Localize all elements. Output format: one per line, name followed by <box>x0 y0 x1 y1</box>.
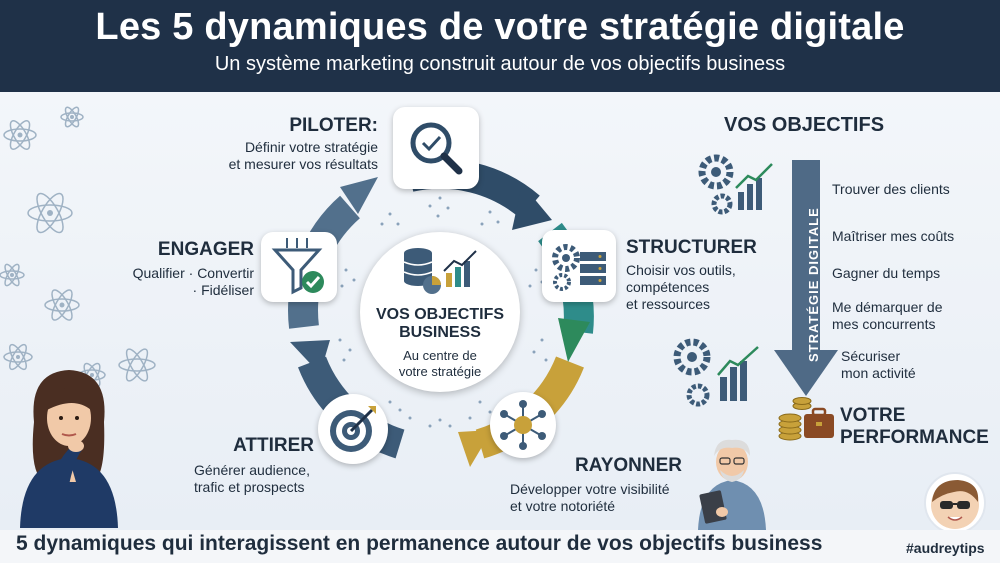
engager-desc-line2: · Fidéliser <box>192 282 254 298</box>
strategy-down-arrow <box>774 160 838 396</box>
center-objectives-circle <box>360 232 520 392</box>
piloter-desc-line2: et mesurer vos résultats <box>228 156 378 172</box>
attirer-desc-line1: Générer audience, <box>194 462 310 478</box>
objective-item: Trouver des clients <box>832 181 950 198</box>
footer-text: 5 dynamiques qui interagissent en perman… <box>16 532 823 555</box>
thinking-woman-illustration <box>20 370 118 528</box>
gears-growth-icon-lower <box>673 338 759 407</box>
structurer-desc-line3: et ressources <box>626 296 711 312</box>
structurer-desc: Choisir vos outils, compétences et resso… <box>626 262 776 313</box>
center-subtitle: Au centre de votre stratégie <box>360 348 520 380</box>
performance-line2: PERFORMANCE <box>840 427 989 448</box>
database-chart-icon <box>403 248 477 294</box>
page-subtitle: Un système marketing construit autour de… <box>214 53 786 75</box>
structurer-icon-box <box>542 230 616 302</box>
engager-icon-box <box>261 232 337 302</box>
objective-item-line2: mon activité <box>841 365 916 381</box>
dotted-network-decoration <box>338 196 548 428</box>
objective-item-line1: Sécuriser <box>841 348 901 364</box>
attirer-title: ATTIRER <box>233 435 314 456</box>
magnifier-check-icon <box>410 122 463 175</box>
structurer-desc-line2: compétences <box>626 279 710 295</box>
atom-small-decoration <box>118 348 156 382</box>
objective-item-line1: Maîtriser mes coûts <box>832 228 955 244</box>
objectives-title: VOS OBJECTIFS <box>724 114 885 136</box>
objective-item: Sécuriser mon activité <box>841 348 916 382</box>
piloter-icon-box <box>393 107 479 189</box>
objective-item: Gagner du temps <box>832 265 940 282</box>
header-banner: Les 5 dynamiques de votre stratégie digi… <box>0 0 1000 92</box>
engager-title: ENGAGER <box>157 239 254 260</box>
center-subtitle-line1: Au centre de <box>403 348 477 363</box>
rayonner-desc-line1: Développer votre visibilité <box>510 481 670 497</box>
center-title-line2: BUSINESS <box>399 324 481 341</box>
engager-desc-line1: Qualifier · Convertir <box>132 265 254 281</box>
objective-item-line2: mes concurrents <box>832 316 936 332</box>
avatar <box>924 472 986 534</box>
objective-item: Maîtriser mes coûts <box>832 228 954 245</box>
rayonner-title: RAYONNER <box>575 455 682 476</box>
objective-item-line1: Trouver des clients <box>832 181 950 197</box>
atom-pattern-decoration <box>0 106 106 388</box>
engager-desc: Qualifier · Convertir · Fidéliser <box>110 265 254 299</box>
target-arrow-icon <box>330 406 376 452</box>
center-subtitle-line2: votre stratégie <box>398 364 482 379</box>
gears-growth-icon <box>698 154 773 215</box>
network-people-icon <box>500 400 546 450</box>
coins-briefcase-icon <box>778 397 834 441</box>
rayonner-desc-line2: et votre notoriété <box>510 498 616 514</box>
objective-item-line1: Gagner du temps <box>832 265 941 281</box>
footer-bar <box>0 530 1000 563</box>
objective-item-line1: Me démarquer de <box>832 299 943 315</box>
piloter-title: PILOTER: <box>289 115 378 136</box>
structurer-desc-line1: Choisir vos outils, <box>626 262 736 278</box>
gears-server-icon <box>552 244 606 291</box>
center-title: VOS OBJECTIFS BUSINESS <box>360 306 520 342</box>
structurer-title: STRUCTURER <box>626 237 757 258</box>
strategy-arrow-label: STRATÉGIE DIGITALE <box>806 207 821 362</box>
rayonner-desc: Développer votre visibilité et votre not… <box>510 481 710 515</box>
objective-item: Me démarquer de mes concurrents <box>832 299 943 333</box>
piloter-desc-line1: Définir votre stratégie <box>244 139 378 155</box>
rayonner-icon-circle <box>490 392 556 458</box>
piloter-desc: Définir votre stratégie et mesurer vos r… <box>180 139 378 173</box>
senior-man-illustration <box>698 439 766 530</box>
attirer-icon-circle <box>318 394 388 464</box>
attirer-desc-line2: trafic et prospects <box>194 479 305 495</box>
hashtag: #audreytips <box>906 540 985 556</box>
funnel-check-icon <box>271 238 324 295</box>
performance-line1: VOTRE <box>840 405 906 426</box>
page-title: Les 5 dynamiques de votre stratégie digi… <box>95 6 905 48</box>
center-title-line1: VOS OBJECTIFS <box>375 306 505 323</box>
performance-label: VOTRE PERFORMANCE <box>840 405 989 449</box>
attirer-desc: Générer audience, trafic et prospects <box>194 462 334 496</box>
